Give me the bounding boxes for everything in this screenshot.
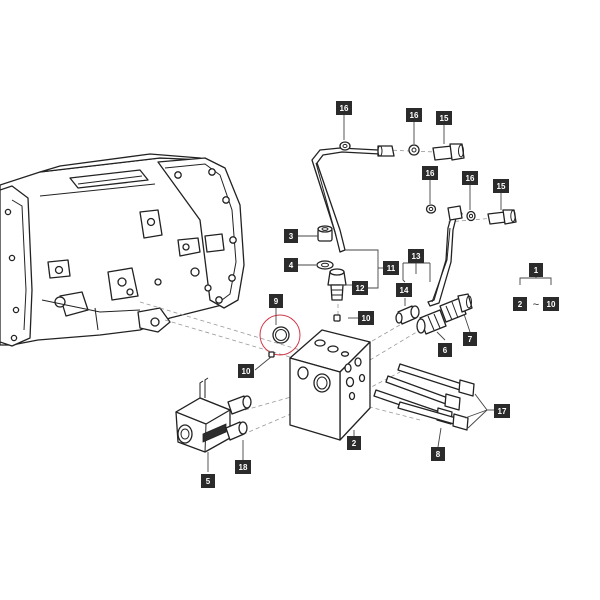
svg-text:8: 8 <box>436 450 441 459</box>
svg-text:15: 15 <box>440 114 449 123</box>
svg-text:12: 12 <box>356 284 365 293</box>
callout-10b: 10 <box>238 364 254 378</box>
bolt-15-top <box>432 143 465 161</box>
callout-3: 3 <box>284 229 298 243</box>
long-bolts-17 <box>373 363 475 431</box>
o-ring-9 <box>259 314 301 356</box>
callout-13: 13 <box>408 249 424 263</box>
fitting-6 <box>416 309 447 335</box>
banjo-bolt-3 <box>317 225 333 242</box>
legend-range-end: 10 <box>543 297 559 311</box>
callout-14: 14 <box>396 283 412 297</box>
callout-16a: 16 <box>336 101 352 115</box>
washer-4 <box>316 260 334 270</box>
small-plug-10-top <box>333 314 341 322</box>
svg-text:7: 7 <box>468 335 473 344</box>
callout-15b: 15 <box>493 179 509 193</box>
solenoid-valve <box>175 377 252 453</box>
callout-12: 12 <box>352 281 368 295</box>
svg-text:5: 5 <box>206 477 211 486</box>
callout-11: 11 <box>383 261 399 275</box>
adapter-14 <box>395 305 420 325</box>
svg-text:2: 2 <box>352 439 357 448</box>
svg-text:13: 13 <box>412 252 421 261</box>
callout-17: 17 <box>494 404 510 418</box>
legend-group: 1 2 ~ 10 <box>513 263 559 311</box>
leader-lines <box>207 115 552 472</box>
svg-text:16: 16 <box>466 174 475 183</box>
svg-text:1: 1 <box>534 266 539 275</box>
svg-text:10: 10 <box>242 367 251 376</box>
callout-7: 7 <box>463 332 477 346</box>
bolt-15-mid <box>487 209 517 225</box>
callout-16b: 16 <box>406 108 422 122</box>
callout-2: 2 <box>347 436 361 450</box>
callout-10a: 10 <box>358 311 374 325</box>
union-fitting-12 <box>327 268 347 301</box>
small-plug-10-left <box>268 351 275 358</box>
washer-16-top <box>408 144 420 156</box>
pipe-assembly-13 <box>425 204 463 307</box>
callout-16c: 16 <box>422 166 438 180</box>
callout-4: 4 <box>284 258 298 272</box>
callout-6: 6 <box>438 343 452 357</box>
svg-text:3: 3 <box>289 232 294 241</box>
callout-8: 8 <box>431 447 445 461</box>
pipe-assembly-11 <box>311 141 395 253</box>
svg-text:14: 14 <box>400 286 409 295</box>
svg-text:17: 17 <box>498 407 507 416</box>
svg-text:10: 10 <box>362 314 371 323</box>
svg-text:16: 16 <box>340 104 349 113</box>
svg-text:9: 9 <box>274 297 279 306</box>
washer-16-mid <box>466 210 476 222</box>
callout-16d: 16 <box>462 171 478 185</box>
legend-range-separator: ~ <box>533 299 539 311</box>
valve-block <box>289 329 371 441</box>
svg-text:16: 16 <box>426 169 435 178</box>
svg-text:18: 18 <box>239 463 248 472</box>
transmission-housing <box>0 153 245 347</box>
svg-text:16: 16 <box>410 111 419 120</box>
callout-15a: 15 <box>436 111 452 125</box>
callout-18: 18 <box>235 460 251 474</box>
legend-range-start: 2 <box>513 297 527 311</box>
fitting-7 <box>439 293 473 323</box>
callout-9: 9 <box>269 294 283 308</box>
svg-text:10: 10 <box>547 300 556 309</box>
svg-text:2: 2 <box>518 300 523 309</box>
svg-text:11: 11 <box>387 264 396 273</box>
svg-text:6: 6 <box>443 346 448 355</box>
callout-5: 5 <box>201 474 215 488</box>
callout-1: 1 <box>529 263 543 277</box>
svg-text:15: 15 <box>497 182 506 191</box>
svg-text:4: 4 <box>289 261 294 270</box>
